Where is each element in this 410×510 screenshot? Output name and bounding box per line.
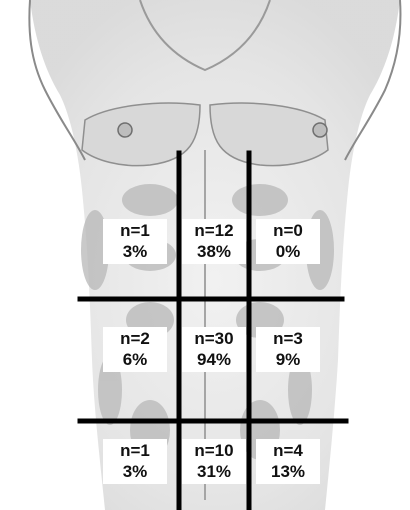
cell-upper-left: n=1 3% <box>103 219 167 264</box>
cell-count: n=30 <box>182 328 246 349</box>
cell-lower-right: n=4 13% <box>256 439 320 484</box>
cell-lower-left: n=1 3% <box>103 439 167 484</box>
cell-percent: 13% <box>256 461 320 482</box>
cell-middle-center: n=30 94% <box>182 327 246 372</box>
cell-percent: 0% <box>256 241 320 262</box>
cell-percent: 9% <box>256 349 320 370</box>
cell-percent: 31% <box>182 461 246 482</box>
cell-count: n=1 <box>103 220 167 241</box>
cell-count: n=2 <box>103 328 167 349</box>
cell-percent: 94% <box>182 349 246 370</box>
cell-count: n=0 <box>256 220 320 241</box>
cell-count: n=12 <box>182 220 246 241</box>
cell-count: n=10 <box>182 440 246 461</box>
cell-percent: 3% <box>103 461 167 482</box>
cell-percent: 6% <box>103 349 167 370</box>
cell-middle-left: n=2 6% <box>103 327 167 372</box>
cell-percent: 38% <box>182 241 246 262</box>
cell-count: n=3 <box>256 328 320 349</box>
cell-count: n=4 <box>256 440 320 461</box>
right-nipple <box>313 123 327 137</box>
cell-middle-right: n=3 9% <box>256 327 320 372</box>
cell-lower-center: n=10 31% <box>182 439 246 484</box>
cell-upper-center: n=12 38% <box>182 219 246 264</box>
cell-percent: 3% <box>103 241 167 262</box>
cell-upper-right: n=0 0% <box>256 219 320 264</box>
cell-count: n=1 <box>103 440 167 461</box>
left-nipple <box>118 123 132 137</box>
